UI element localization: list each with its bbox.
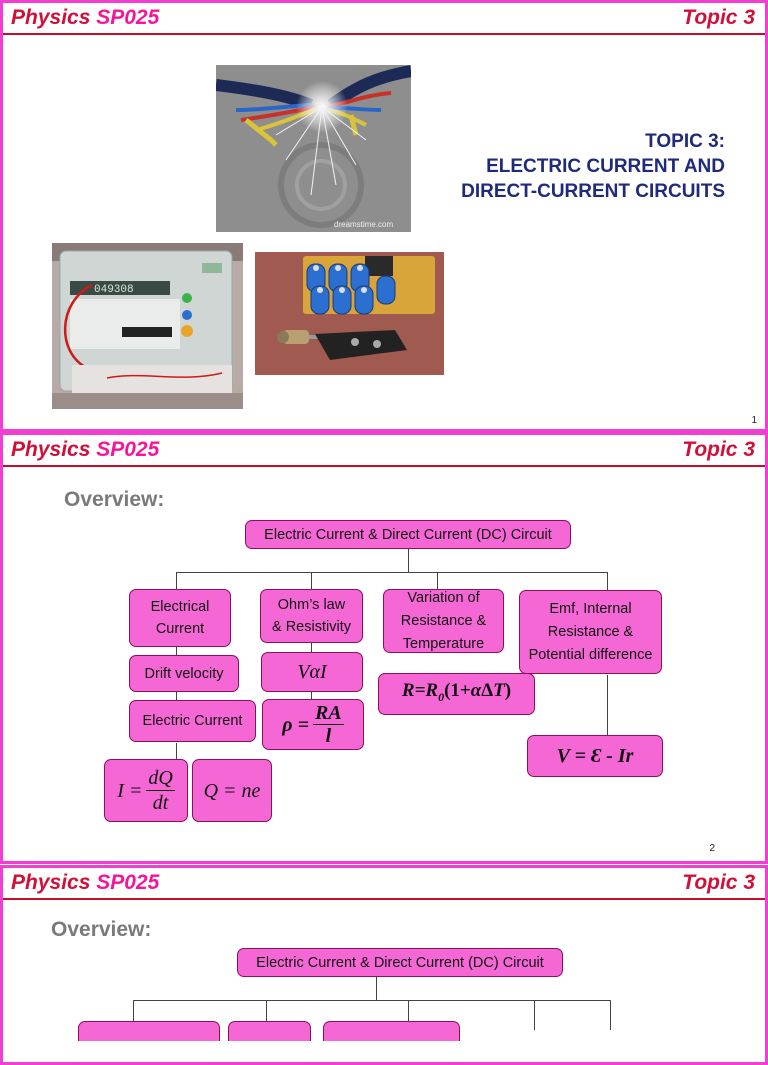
slide-title: TOPIC 3: ELECTRIC CURRENT AND DIRECT-CUR… <box>461 129 725 204</box>
page-number: 2 <box>709 843 715 854</box>
watermark-text: dreamstime.com <box>334 220 393 229</box>
branch-box-partial <box>78 1021 220 1041</box>
branch-variation-resistance: Variation of Resistance & Temperature <box>383 589 504 653</box>
formula-numerator: dQ <box>146 767 175 791</box>
course-code: SP025 <box>96 438 160 461</box>
root-topic-box: Electric Current & Direct Current (DC) C… <box>237 948 563 977</box>
slide-1: Physics SP025 Topic 3 <box>0 0 768 432</box>
subject-label: Physics <box>11 871 91 894</box>
branch-box-partial <box>228 1021 311 1041</box>
formula-numerator: RA <box>313 702 344 725</box>
formula-resistivity: ρ = RA l <box>262 699 364 750</box>
box-text-line: Resistance & <box>547 623 634 640</box>
box-text-line: Emf, Internal <box>549 600 632 617</box>
connector-line <box>408 548 409 572</box>
box-text-line: Ohm’s law <box>277 597 346 613</box>
connector-line <box>607 572 608 590</box>
topic-label: Topic 3 <box>682 6 755 29</box>
formula-v-alpha-i: VαI <box>261 652 363 692</box>
formula-part: ) <box>504 680 512 702</box>
connector-line <box>133 1000 134 1030</box>
connector-line <box>610 1000 611 1030</box>
course-code: SP025 <box>96 6 160 29</box>
formula-denominator: l <box>325 725 332 747</box>
formula-r-temperature: R=R0(1+αΔT) <box>378 673 535 715</box>
slide-3: Physics SP025 Topic 3 Overview: Electric… <box>0 865 768 1065</box>
course-label: Physics SP025 <box>11 870 159 896</box>
box-text-line: Potential difference <box>528 646 653 663</box>
course-code: SP025 <box>96 871 160 894</box>
electricity-meter-image: 049308 <box>52 243 243 409</box>
formula-i-dq-dt: I = dQ dt <box>104 759 188 822</box>
connector-line <box>311 643 312 653</box>
formula-lhs: ρ = <box>282 713 309 736</box>
branch-box-partial <box>323 1021 460 1041</box>
title-line: DIRECT-CURRENT CIRCUITS <box>461 181 725 202</box>
connector-line <box>176 572 608 573</box>
course-label: Physics SP025 <box>11 437 159 463</box>
topic-label: Topic 3 <box>682 871 755 894</box>
formula-part: R=R <box>401 680 439 702</box>
box-text-line: Variation of <box>407 589 480 606</box>
connector-line <box>534 1000 535 1030</box>
connector-line <box>376 977 377 1001</box>
connector-line <box>176 689 177 701</box>
formula-text: R=R0(1+αΔT) <box>402 680 511 708</box>
box-text-line: Temperature <box>402 635 485 652</box>
topic-label: Topic 3 <box>682 438 755 461</box>
formula-part: (1+ <box>444 680 471 702</box>
formula-text: ρ = RA l <box>282 702 344 747</box>
connector-line <box>176 572 177 590</box>
overview-heading: Overview: <box>51 918 152 941</box>
title-line: ELECTRIC CURRENT AND <box>486 156 725 177</box>
connector-line <box>607 675 608 735</box>
drift-velocity-box: Drift velocity <box>129 655 239 692</box>
branch-ohms-law: Ohm’s law & Resistivity <box>260 589 363 643</box>
connector-line <box>176 743 177 759</box>
subject-label: Physics <box>11 438 91 461</box>
branch-emf: Emf, Internal Resistance & Potential dif… <box>519 590 662 674</box>
box-text-line: Resistance & <box>400 612 487 629</box>
connector-line <box>437 572 438 590</box>
formula-subscript: 0 <box>438 689 445 704</box>
connector-line <box>176 645 177 657</box>
root-topic-box: Electric Current & Direct Current (DC) C… <box>245 520 571 549</box>
connector-line <box>133 1000 611 1001</box>
connector-line <box>408 1000 409 1030</box>
subject-label: Physics <box>11 6 91 29</box>
box-text-line: & Resistivity <box>272 619 351 635</box>
overview-heading: Overview: <box>64 488 165 511</box>
slide-header: Physics SP025 Topic 3 <box>3 435 765 467</box>
page-number: 1 <box>751 415 757 426</box>
sparking-wires-image: dreamstime.com <box>216 65 411 232</box>
box-text-line: Current <box>155 621 205 637</box>
title-line: TOPIC 3: <box>645 131 725 152</box>
formula-text: VαI <box>297 661 327 683</box>
meter-reading: 049308 <box>94 284 134 296</box>
connector-line <box>266 1000 267 1030</box>
formula-lhs: I = <box>117 779 143 802</box>
course-label: Physics SP025 <box>11 5 159 31</box>
electric-current-box: Electric Current <box>129 700 256 742</box>
branch-electrical-current: Electrical Current <box>129 589 231 647</box>
formula-part: α <box>470 680 482 702</box>
formula-text: I = dQ dt <box>117 766 175 815</box>
box-text-line: Electrical <box>150 599 210 615</box>
formula-text: Q = ne <box>203 779 261 802</box>
slide-header: Physics SP025 Topic 3 <box>3 3 765 35</box>
battery-cells-image <box>255 252 444 375</box>
formula-v-emf: V = Ɛ - Ir <box>527 735 663 777</box>
connector-line <box>311 572 312 590</box>
formula-denominator: dt <box>152 792 169 814</box>
connector-line <box>311 691 312 701</box>
formula-part: T <box>493 680 505 702</box>
formula-q-ne: Q = ne <box>192 759 272 822</box>
slide-2: Physics SP025 Topic 3 Overview: Electric… <box>0 432 768 864</box>
slide-header: Physics SP025 Topic 3 <box>3 868 765 900</box>
formula-part: Δ <box>481 680 494 702</box>
formula-text: V = Ɛ - Ir <box>556 745 634 767</box>
